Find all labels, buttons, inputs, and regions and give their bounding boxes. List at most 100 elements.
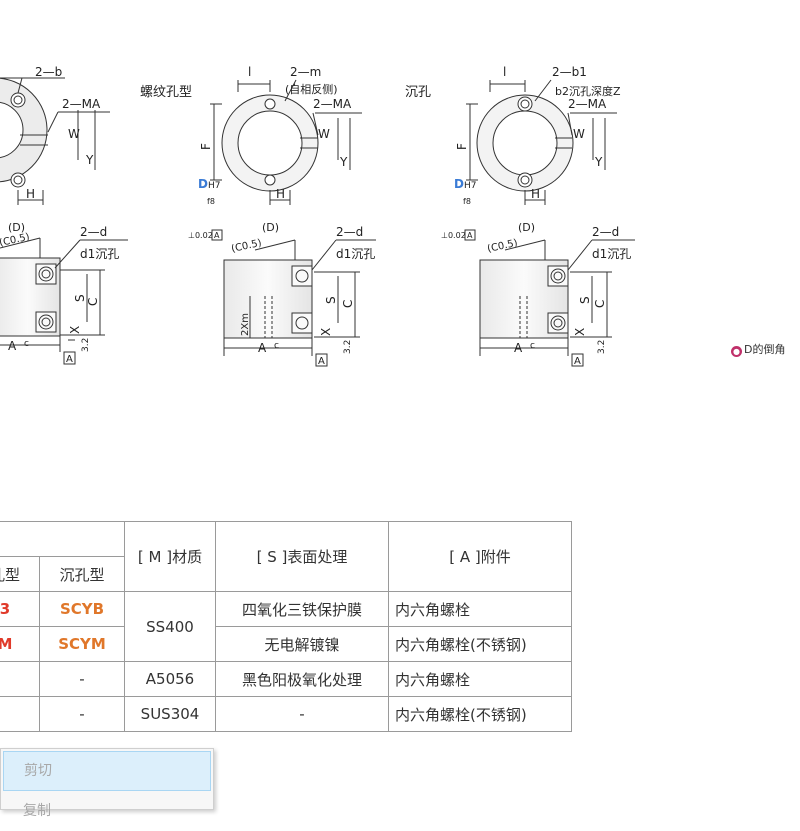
type-header: pe	[0, 521, 125, 557]
top-view-thread	[210, 79, 362, 205]
label-c-1: c	[24, 339, 29, 349]
label-X-2: X	[319, 328, 333, 336]
label-Y-3: Y	[594, 155, 603, 169]
row1-material: SS400	[124, 591, 216, 662]
label-perp-2: ⊥0.02	[188, 231, 213, 240]
info-icon: ●	[731, 346, 742, 357]
technical-drawings: 2—b 2—MA W Y H 螺纹孔型 l 2—m (自相反侧) 2—MA W …	[0, 0, 800, 400]
context-menu: 剪切 复制	[0, 748, 214, 819]
label-F-2: F	[199, 143, 213, 150]
label-A-3: A	[514, 341, 523, 355]
label-thread-type: 螺纹孔型	[140, 85, 192, 100]
label-perp-A-3: A	[467, 231, 473, 240]
label-2MA-1: 2—MA	[62, 97, 101, 111]
label-2Xm: 2Xm	[240, 313, 251, 336]
label-C-2: C	[341, 300, 355, 308]
datum-perp-box-2	[211, 229, 223, 241]
datum-A-box-2	[315, 353, 328, 367]
label-2MA-2: 2—MA	[313, 97, 352, 111]
label-2m: 2—m	[290, 65, 321, 79]
row4-accessory: 内六角螺栓(不锈钢)	[388, 696, 572, 732]
label-2b1: 2—b1	[552, 65, 587, 79]
drawing-canvas: 2—b 2—MA W Y H 螺纹孔型 l 2—m (自相反侧) 2—MA W …	[0, 65, 635, 367]
chamfer-note: ●D的倒角	[731, 341, 785, 357]
label-W-3: W	[573, 127, 585, 141]
label-A-box-3: A	[574, 356, 581, 367]
label-32-2: 3.2	[343, 340, 353, 354]
label-C05-1: (C0.5)	[0, 232, 31, 249]
surface-header: [ S ]表面处理	[215, 521, 389, 592]
label-H-2: H	[276, 187, 285, 201]
datum-A-box-1	[63, 351, 76, 365]
row2-type2: SCYM	[39, 626, 125, 662]
row1-accessory: 内六角螺栓	[388, 591, 572, 627]
row3-material: A5056	[124, 661, 216, 697]
label-2b: 2—b	[35, 65, 62, 79]
label-A-box-2: A	[318, 356, 325, 367]
label-D-paren-1: (D)	[8, 221, 25, 234]
counterbore-type-col: 沉孔型	[39, 556, 125, 592]
label-C05-2: (C0.5)	[230, 238, 262, 255]
menu-item-cut[interactable]: 剪切	[3, 751, 211, 791]
label-c-3: c	[530, 341, 535, 351]
row3-surface: 黑色阳极氧化处理	[215, 661, 389, 697]
top-view-counterbore	[466, 79, 617, 205]
label-d1cb-3: d1沉孔	[592, 247, 631, 261]
label-D-paren-2: (D)	[262, 221, 279, 234]
label-2d-1: 2—d	[80, 225, 107, 239]
label-X-1: X	[68, 326, 82, 334]
label-S-2: S	[324, 296, 338, 304]
label-W-2: W	[318, 127, 330, 141]
label-l-2: l	[248, 65, 251, 79]
row4-surface: -	[215, 696, 389, 732]
label-W-1: W	[68, 127, 80, 141]
label-counterbore-type: 沉孔	[405, 85, 431, 100]
datum-perp-box-3	[464, 229, 476, 241]
top-view-standard	[0, 77, 110, 205]
row4-type2: -	[39, 696, 125, 732]
label-H-1: H	[26, 187, 35, 201]
spec-table: pe [ M ]材质 [ S ]表面处理 [ A ]附件 孔型 沉孔型 3 SC…	[0, 521, 572, 732]
row2-type1: M	[0, 626, 40, 662]
label-S-1: S	[73, 294, 87, 302]
datum-A-box-3	[571, 353, 584, 367]
label-2d-2: 2—d	[336, 225, 363, 239]
label-Y-2: Y	[339, 155, 348, 169]
side-view-counterbore	[479, 239, 635, 356]
label-H-3: H	[531, 187, 540, 201]
label-C-3: C	[593, 300, 607, 308]
label-b2-depth: b2沉孔深度Z	[555, 84, 621, 98]
label-X-3: X	[573, 328, 587, 336]
row4-material: SUS304	[124, 696, 216, 732]
label-A-2: A	[258, 341, 267, 355]
row3-type1	[0, 661, 40, 697]
label-l-3: l	[503, 65, 506, 79]
row1-surface: 四氧化三铁保护膜	[215, 591, 389, 627]
label-C05-3: (C0.5)	[486, 238, 518, 255]
label-Y-1: Y	[85, 153, 94, 167]
label-F-3: F	[455, 143, 469, 150]
label-tol-3: f8	[463, 197, 471, 206]
label-D-paren-3: (D)	[518, 221, 535, 234]
label-tol-2: f8	[207, 197, 215, 206]
row1-type2: SCYB	[39, 591, 125, 627]
label-C-1: C	[86, 298, 100, 306]
label-DH7-H-2: H7	[208, 181, 221, 191]
label-32-1: 3.2	[81, 338, 91, 352]
row3-type2: -	[39, 661, 125, 697]
side-view-thread	[223, 239, 376, 356]
label-2MA-3: 2—MA	[568, 97, 607, 111]
label-DH7-D-3: D	[454, 177, 464, 191]
chamfer-note-text: D的倒角	[744, 343, 786, 356]
label-perp-3: ⊥0.02	[441, 231, 466, 240]
label-A-box-1: A	[66, 354, 73, 365]
row4-type1	[0, 696, 40, 732]
label-perp-A-2: A	[214, 231, 220, 240]
label-DH7-D-2: D	[198, 177, 208, 191]
side-view-standard	[0, 237, 128, 352]
label-d1cb-1: d1沉孔	[80, 247, 119, 261]
accessory-header: [ A ]附件	[388, 521, 572, 592]
thread-type-col: 孔型	[0, 556, 40, 592]
menu-item-copy[interactable]: 复制	[23, 803, 51, 819]
row2-accessory: 内六角螺栓(不锈钢)	[388, 626, 572, 662]
